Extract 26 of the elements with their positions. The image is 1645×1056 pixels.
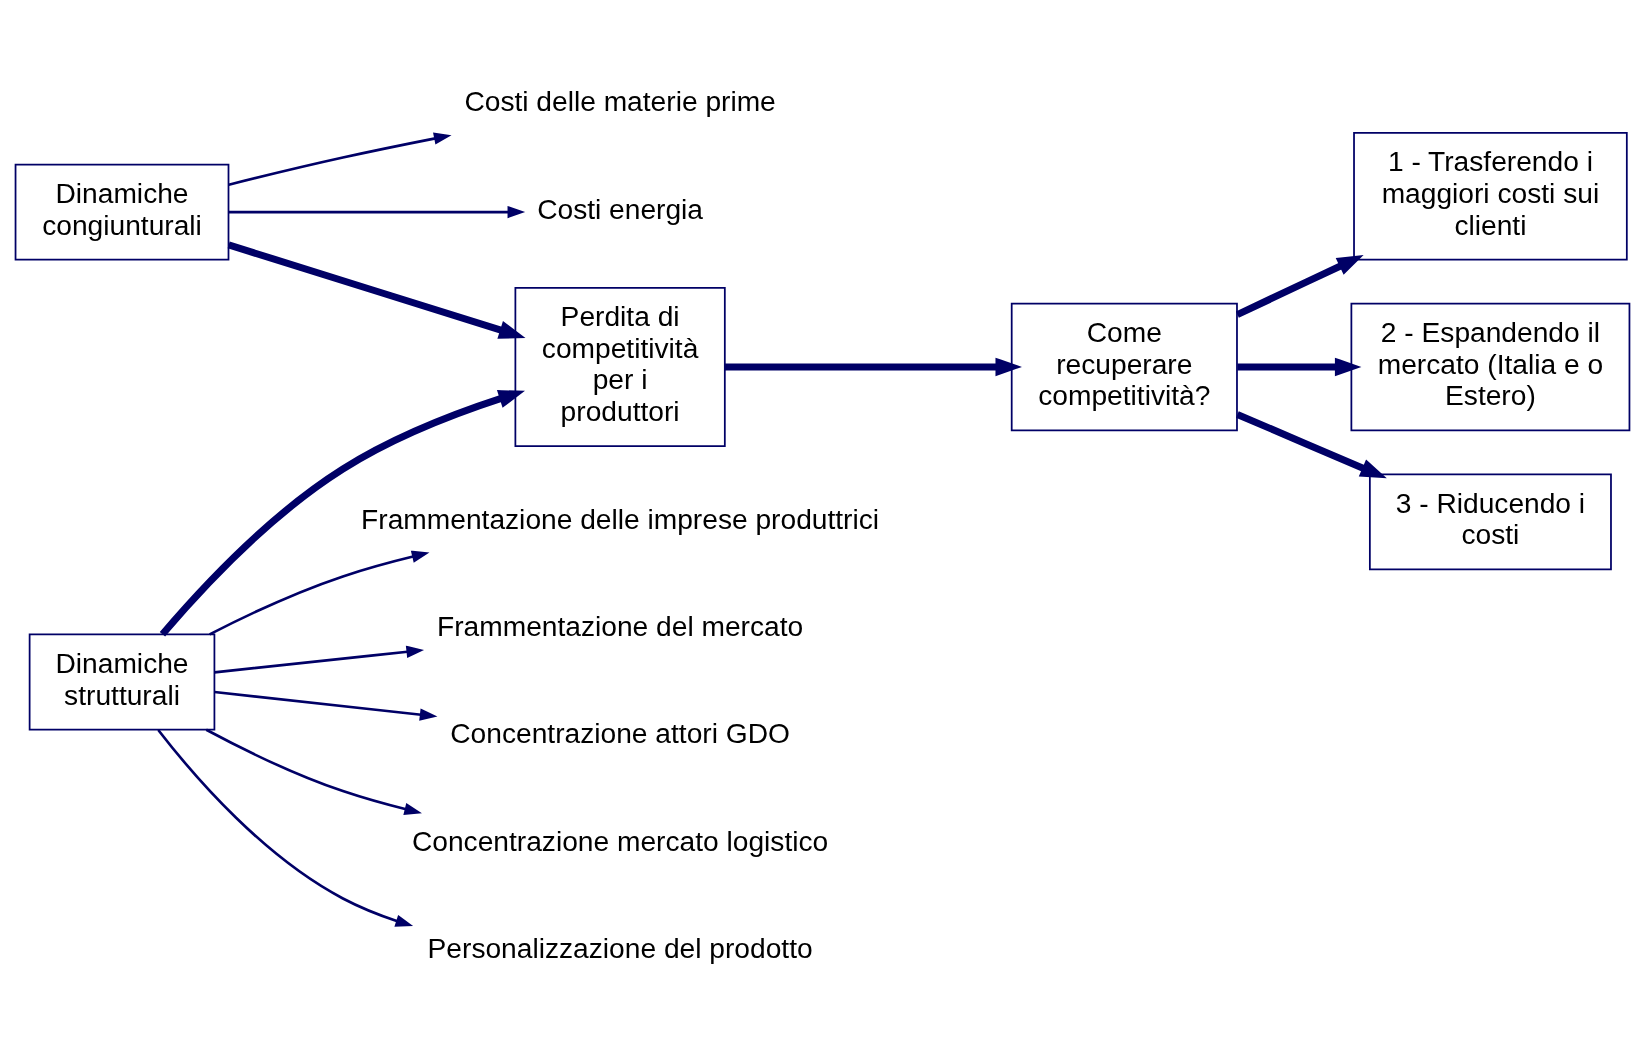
arrow bbox=[1235, 411, 1387, 479]
node-text: Personalizzazione del prodotto bbox=[427, 932, 813, 964]
arrow bbox=[228, 205, 526, 219]
arrow bbox=[157, 729, 414, 927]
arrow bbox=[214, 690, 438, 721]
node-text: Frammentazione del mercato bbox=[437, 610, 804, 642]
node-box: 2 - Espandendo il mercato (Italia e o Estero) bbox=[1350, 302, 1631, 432]
arrow bbox=[209, 550, 430, 636]
arrow bbox=[159, 390, 525, 637]
node-box: Dinamiche strutturali bbox=[28, 633, 216, 731]
node-text: Costi energia bbox=[537, 193, 704, 225]
node-box: Dinamiche congiunturali bbox=[14, 163, 230, 261]
node-text: Concentrazione attori GDO bbox=[450, 718, 790, 750]
node-box: Come recuperare competitività? bbox=[1010, 302, 1238, 432]
node-text: Frammentazione delle imprese produttrici bbox=[361, 503, 880, 535]
arrow bbox=[214, 645, 425, 674]
arrow bbox=[228, 132, 452, 186]
arrow bbox=[227, 241, 526, 339]
arrow bbox=[1237, 357, 1362, 377]
arrow bbox=[1235, 255, 1364, 318]
node-box: 1 - Trasferendo i maggiori costi sui clienti bbox=[1353, 132, 1628, 261]
node-text: Costi delle materie prime bbox=[464, 86, 776, 118]
node-text: Concentrazione mercato logistico bbox=[411, 825, 829, 857]
node-box: 3 - Riducendo i costi bbox=[1368, 473, 1612, 571]
node-box: Perdita di competitività per i produttori bbox=[514, 286, 726, 448]
arrow bbox=[205, 728, 422, 815]
